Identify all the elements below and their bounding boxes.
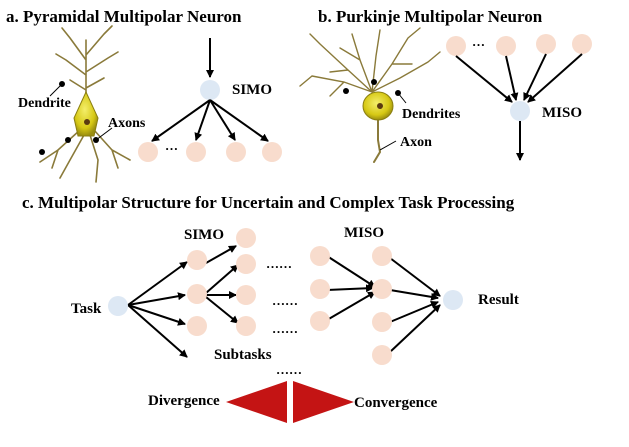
simo-arrow-2 xyxy=(194,99,211,141)
miso-input-node-1 xyxy=(446,36,466,56)
divergence-arrow-icon xyxy=(226,381,287,423)
subtask-node-8 xyxy=(310,246,330,266)
ellipsis-row-1: …… xyxy=(266,256,292,271)
result-arrow-1 xyxy=(389,257,441,297)
dendrite-pointer xyxy=(49,83,63,97)
merge-arrow-1 xyxy=(326,255,376,288)
axon-label: Axon xyxy=(400,135,432,150)
task-arrow-3 xyxy=(127,304,186,326)
subtask-node-2 xyxy=(187,284,207,304)
simo-arrow-4 xyxy=(209,99,269,142)
dendrites-pointer xyxy=(397,92,407,104)
result-node xyxy=(443,290,463,310)
miso-input-node-2 xyxy=(496,36,516,56)
subtask-node-14 xyxy=(372,345,392,365)
task-arrow-1 xyxy=(127,261,188,306)
axons-label: Axons xyxy=(108,116,146,131)
simo-label-c: SIMO xyxy=(184,227,224,243)
result-arrow-2 xyxy=(389,289,439,301)
miso-input-node-4 xyxy=(572,34,592,54)
simo-arrow-1 xyxy=(151,99,211,142)
subtask-node-11 xyxy=(372,246,392,266)
axons-pointer xyxy=(95,127,113,141)
subtask-node-12 xyxy=(372,279,392,299)
result-arrow-3 xyxy=(389,301,439,323)
task-label: Task xyxy=(71,301,102,317)
result-arrow-4 xyxy=(389,304,441,353)
split-arrow-1 xyxy=(205,264,239,294)
dendrites-marker-2 xyxy=(371,79,377,85)
axon-marker-3 xyxy=(39,149,45,155)
subtask-node-13 xyxy=(372,312,392,332)
miso-arrow-3 xyxy=(523,53,547,101)
divergence-label: Divergence xyxy=(148,393,220,409)
axon-pointer xyxy=(379,140,397,151)
pyramidal-neuron-icon xyxy=(39,25,131,183)
split-arrow-3 xyxy=(205,296,239,324)
subtask-node-3 xyxy=(187,316,207,336)
task-arrow-2 xyxy=(127,292,186,306)
miso-arrow-2 xyxy=(505,55,519,101)
miso-arrow-1 xyxy=(455,55,513,103)
subtask-node-6 xyxy=(236,285,256,305)
subtask-node-7 xyxy=(236,316,256,336)
purkinje-neuron-icon xyxy=(299,27,441,163)
merge-arrow-3 xyxy=(326,291,376,321)
convergence-label: Convergence xyxy=(354,395,438,411)
subtask-node-1 xyxy=(187,250,207,270)
axon-marker-1 xyxy=(65,137,71,143)
dendrites-label: Dendrites xyxy=(402,107,461,122)
simo-output-node-4 xyxy=(262,142,282,162)
miso-label-c: MISO xyxy=(344,225,384,241)
dendrites-marker-1 xyxy=(343,88,349,94)
subtasks-label: Subtasks xyxy=(214,347,272,363)
task-arrow-4 xyxy=(127,304,188,358)
purkinje-nucleus xyxy=(377,103,383,109)
pyramidal-soma xyxy=(73,90,99,137)
subtask-node-10 xyxy=(310,311,330,331)
miso-input-node-3 xyxy=(536,34,556,54)
simo-ellipsis-a: … xyxy=(165,138,178,153)
ellipsis-row-2: …… xyxy=(272,293,298,308)
dendrite-label: Dendrite xyxy=(18,96,71,111)
pyramidal-nucleus xyxy=(84,119,90,125)
merge-arrow-2 xyxy=(326,284,374,293)
split-arrow-4 xyxy=(205,245,237,264)
miso-ellipsis-b: … xyxy=(472,34,485,49)
task-node xyxy=(108,296,128,316)
subtask-node-4 xyxy=(236,228,256,248)
ellipsis-row-3: …… xyxy=(272,321,298,336)
simo-output-node-2 xyxy=(186,142,206,162)
subtask-node-5 xyxy=(236,254,256,274)
ellipsis-row-4: …… xyxy=(276,362,302,377)
miso-label-b: MISO xyxy=(542,105,582,121)
simo-arrow-3 xyxy=(209,99,236,141)
panel-a-title: a. Pyramidal Multipolar Neuron xyxy=(6,7,242,26)
miso-arrow-4 xyxy=(527,53,583,103)
convergence-arrow-icon xyxy=(293,381,354,423)
simo-label-a: SIMO xyxy=(232,82,272,98)
panel-c-title: c. Multipolar Structure for Uncertain an… xyxy=(22,193,515,212)
simo-source-node xyxy=(200,80,220,100)
miso-sink-node xyxy=(510,101,530,121)
flow-arrows xyxy=(127,245,441,358)
result-label: Result xyxy=(478,292,519,308)
simo-output-node-3 xyxy=(226,142,246,162)
subtask-node-9 xyxy=(310,279,330,299)
panel-b-title: b. Purkinje Multipolar Neuron xyxy=(318,7,543,26)
simo-output-node-1 xyxy=(138,142,158,162)
